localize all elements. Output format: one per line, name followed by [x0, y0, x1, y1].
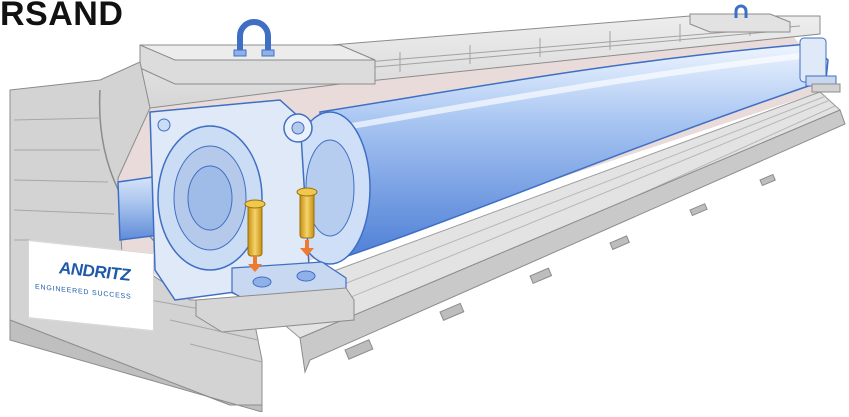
base-slab — [9, 319, 263, 413]
anchor-bolt-left — [244, 199, 266, 257]
anchor-bolt-right — [296, 187, 318, 239]
arrow-down-icon — [248, 256, 262, 272]
bearing-housing-near — [149, 99, 313, 301]
lifting-block-left — [139, 44, 376, 85]
page-title: RSAND — [0, 0, 124, 33]
roller-body — [319, 43, 829, 264]
roller-highlight — [339, 53, 801, 131]
trough-front-face — [299, 109, 846, 374]
bearing-foot — [195, 261, 355, 333]
lifting-eye-icon — [233, 19, 275, 57]
footing-blocks — [344, 173, 776, 360]
lifting-block-right — [689, 13, 791, 33]
bearing-housing-far — [799, 37, 841, 93]
brand-logo-panel: ANDRITZ ENGINEERED SUCCESS — [28, 240, 154, 332]
brand-tagline: ENGINEERED SUCCESS — [35, 283, 132, 301]
arrow-down-icon — [300, 240, 314, 256]
brand-logo: ANDRITZ — [59, 258, 131, 285]
lifting-eye-icon — [734, 4, 748, 18]
